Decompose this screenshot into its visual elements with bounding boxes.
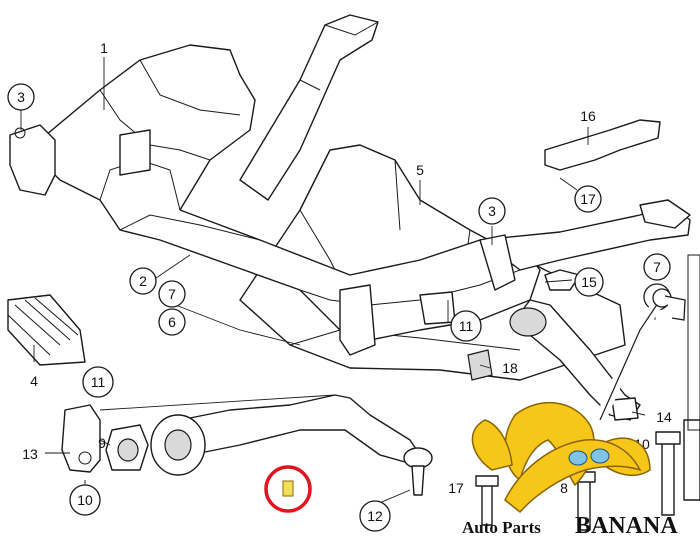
callout-6-left: 6 bbox=[158, 308, 186, 336]
svg-text:13: 13 bbox=[22, 446, 38, 462]
callout-7-right: 7 bbox=[643, 253, 671, 281]
callout-14: 14 bbox=[656, 409, 672, 425]
highlight-mark bbox=[282, 480, 294, 497]
svg-text:18: 18 bbox=[502, 360, 518, 376]
svg-text:3: 3 bbox=[488, 203, 496, 219]
callout-2: 2 bbox=[129, 267, 157, 295]
svg-text:17: 17 bbox=[448, 480, 464, 496]
svg-text:12: 12 bbox=[367, 508, 383, 524]
callout-17-top: 17 bbox=[574, 185, 602, 213]
svg-text:10: 10 bbox=[77, 492, 93, 508]
svg-text:7: 7 bbox=[168, 286, 176, 302]
svg-text:15: 15 bbox=[581, 274, 597, 290]
lower-control-arm bbox=[179, 394, 421, 463]
callout-4: 4 bbox=[30, 373, 38, 389]
svg-text:14: 14 bbox=[656, 409, 672, 425]
svg-text:BANANA: BANANA bbox=[575, 513, 678, 539]
callout-17-bottom: 17 bbox=[448, 480, 464, 496]
svg-text:7: 7 bbox=[653, 259, 661, 275]
svg-text:8: 8 bbox=[560, 480, 568, 496]
svg-text:4: 4 bbox=[30, 373, 38, 389]
svg-text:17: 17 bbox=[580, 191, 596, 207]
callout-3-right: 3 bbox=[478, 197, 506, 225]
callout-18: 18 bbox=[502, 360, 518, 376]
bracket-16 bbox=[544, 119, 661, 171]
callout-16: 16 bbox=[580, 108, 596, 124]
svg-text:11: 11 bbox=[91, 374, 106, 390]
svg-text:9: 9 bbox=[98, 435, 106, 451]
callout-10-left: 10 bbox=[69, 484, 101, 516]
rubber-block-4 bbox=[7, 294, 86, 366]
svg-text:3: 3 bbox=[17, 89, 25, 105]
svg-text:2: 2 bbox=[139, 273, 147, 289]
callout-5: 5 bbox=[416, 162, 424, 178]
highlight-ring bbox=[264, 465, 312, 513]
callout-3-left: 3 bbox=[7, 83, 35, 111]
svg-text:5: 5 bbox=[416, 162, 424, 178]
tie-strut bbox=[239, 14, 379, 201]
banana-logo bbox=[471, 288, 686, 514]
svg-text:16: 16 bbox=[580, 108, 596, 124]
svg-text:6: 6 bbox=[168, 314, 176, 330]
brand-wordmark: Auto Parts BANANA bbox=[462, 513, 678, 539]
svg-text:1: 1 bbox=[100, 40, 108, 56]
svg-text:11: 11 bbox=[459, 318, 474, 334]
callout-11-left: 11 bbox=[82, 366, 114, 398]
callout-12: 12 bbox=[359, 500, 391, 532]
callout-15: 15 bbox=[574, 267, 604, 297]
callout-1: 1 bbox=[100, 40, 108, 56]
callout-11-center: 11 bbox=[450, 310, 482, 342]
subframe-right-arm bbox=[479, 204, 691, 271]
svg-text:Auto Parts: Auto Parts bbox=[462, 518, 541, 537]
callout-13: 13 bbox=[22, 446, 38, 462]
callout-9: 9 bbox=[98, 435, 106, 451]
callout-7-left: 7 bbox=[158, 280, 186, 308]
callout-8: 8 bbox=[560, 480, 568, 496]
